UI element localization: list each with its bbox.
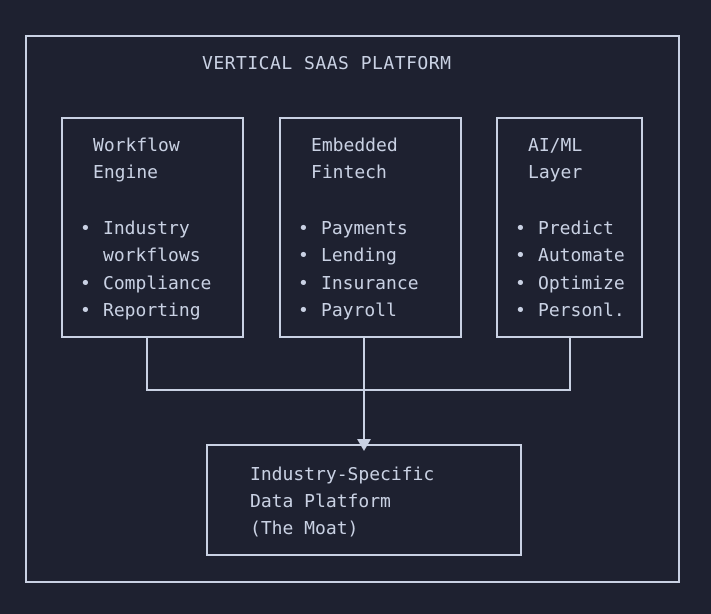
list-item: • Payroll	[298, 297, 419, 324]
workflow-engine-title: Workflow Engine	[93, 135, 180, 183]
bullet-icon: •	[515, 272, 526, 294]
list-item: • Insurance	[298, 270, 419, 297]
bullet-icon: •	[80, 272, 91, 294]
embedded-fintech-title: Embedded Fintech	[311, 135, 398, 183]
list-item-label: Insurance	[321, 272, 419, 294]
ai-ml-layer-title: AI/ML Layer	[528, 135, 583, 183]
list-item: • Optimize	[515, 270, 625, 297]
ai-ml-layer-list: • Predict • Automate • Optimize • Personl.	[515, 215, 625, 324]
data-platform-box: Industry-Specific Data Platform (The Moa…	[206, 444, 522, 556]
workflow-engine-box: Workflow Engine • Industry workflows • Comp…	[61, 117, 244, 338]
bullet-icon: •	[298, 245, 309, 267]
bullet-icon: •	[515, 245, 526, 267]
list-item: • Lending	[298, 242, 419, 269]
list-item: • Industry workflows	[80, 215, 211, 270]
bullet-icon: •	[298, 299, 309, 321]
list-item: • Compliance	[80, 270, 211, 297]
list-item: • Predict	[515, 215, 625, 242]
workflow-engine-list: • Industry workflows • Compliance • Reporting	[80, 215, 211, 324]
bullet-icon: •	[298, 272, 309, 294]
list-item-label: Payroll	[321, 299, 397, 321]
data-platform-title: Industry-Specific Data Platform (The Moa…	[250, 464, 435, 539]
list-item-label: Reporting	[103, 299, 201, 321]
list-item-label: Lending	[321, 245, 397, 267]
list-item: • Automate	[515, 242, 625, 269]
list-item-label: Industry workflows	[103, 218, 201, 267]
platform-frame	[25, 35, 680, 583]
ai-ml-layer-box: AI/ML Layer • Predict • Automate • Optimize • P…	[496, 117, 643, 338]
bullet-icon: •	[515, 299, 526, 321]
embedded-fintech-list: • Payments • Lending • Insurance • Payroll	[298, 215, 419, 324]
list-item-label: Compliance	[103, 272, 212, 294]
list-item: • Reporting	[80, 297, 211, 324]
bullet-icon: •	[80, 299, 91, 321]
bullet-icon: •	[298, 218, 309, 239]
list-item: • Payments	[298, 215, 419, 242]
diagram-title: VERTICAL SAAS PLATFORM	[202, 53, 452, 74]
list-item-label: Optimize	[538, 272, 625, 294]
list-item-label: Predict	[538, 218, 614, 239]
bullet-icon: •	[515, 218, 526, 239]
bullet-icon: •	[80, 218, 91, 239]
list-item-label: Payments	[321, 218, 408, 239]
list-item: • Personl.	[515, 297, 625, 324]
embedded-fintech-box: Embedded Fintech • Payments • Lending • Insur…	[279, 117, 462, 338]
list-item-label: Automate	[538, 245, 625, 267]
list-item-label: Personl.	[538, 299, 625, 321]
